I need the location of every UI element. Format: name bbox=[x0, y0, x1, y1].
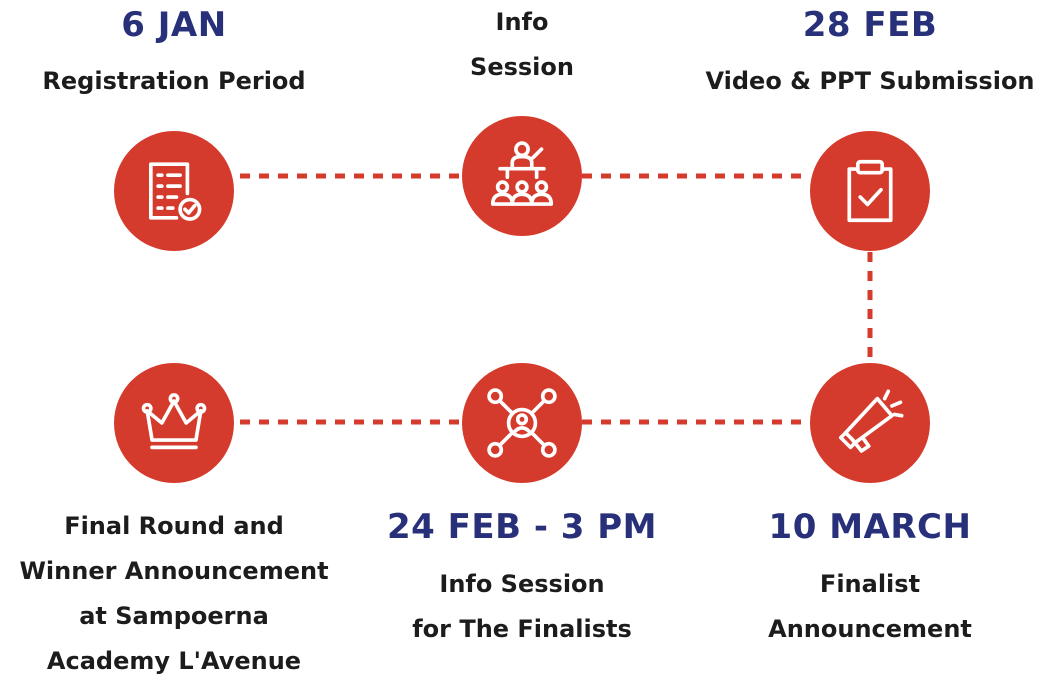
step-4-line-1: Finalist bbox=[819, 570, 921, 598]
crown-icon bbox=[141, 393, 207, 450]
step-1-date: 6 JAN bbox=[121, 5, 227, 45]
checklist-icon bbox=[149, 162, 202, 221]
step-1-node bbox=[114, 131, 234, 251]
step-2-line-2: Session bbox=[470, 53, 574, 81]
step-2-node bbox=[462, 116, 582, 236]
step-6-line-3: at Sampoerna bbox=[79, 602, 269, 630]
step-3-node bbox=[810, 131, 930, 251]
step-6-line-4: Academy L'Avenue bbox=[46, 647, 302, 675]
step-4-description: Finalist Announcement bbox=[768, 562, 972, 652]
step-6-line-2: Winner Announcement bbox=[19, 557, 329, 585]
step-5-date: 24 FEB - 3 PM bbox=[386, 507, 658, 547]
step-5-line-2: for The Finalists bbox=[412, 615, 632, 643]
step-4-line-2: Announcement bbox=[768, 615, 972, 643]
clipboard-check-icon bbox=[847, 159, 893, 223]
presentation-audience-icon bbox=[490, 141, 554, 206]
step-5-line-1: Info Session bbox=[439, 570, 605, 598]
step-6-line-1: Final Round and bbox=[64, 512, 284, 540]
step-3-line-1: Video & PPT Submission bbox=[705, 67, 1035, 95]
step-1-description: Registration Period bbox=[42, 59, 305, 104]
step-4-node bbox=[810, 363, 930, 483]
megaphone-icon bbox=[838, 389, 904, 453]
step-6-description: Final Round and Winner Announcement at S… bbox=[19, 504, 328, 684]
step-2-line-1: Info bbox=[495, 8, 549, 36]
step-3-date: 28 FEB bbox=[802, 5, 938, 45]
step-3-description: Video & PPT Submission bbox=[705, 59, 1034, 104]
step-5-description: Info Session for The Finalists bbox=[412, 562, 632, 652]
step-5-node bbox=[462, 363, 582, 483]
step-1-line-1: Registration Period bbox=[42, 67, 306, 95]
step-4-date: 10 MARCH bbox=[768, 507, 972, 547]
network-user-icon bbox=[487, 388, 557, 458]
step-2-description: Info Session bbox=[470, 0, 574, 90]
step-6-node bbox=[114, 363, 234, 483]
